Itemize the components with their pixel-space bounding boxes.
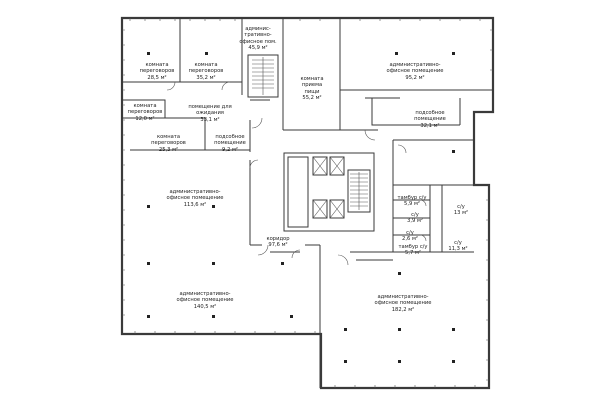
room-name: комната переговоров: [188, 62, 224, 75]
room-name: подсобное помещение: [414, 110, 446, 123]
room-label-wc-3: с/у 2,6 м²: [396, 224, 424, 249]
room-name: с/у: [411, 212, 419, 219]
room-name: комната переговоров: [127, 103, 163, 116]
room-label-meeting-2: комната переговоров 35,2 м²: [186, 56, 226, 87]
room-area: 5,7 м²: [405, 250, 421, 257]
room-area: 33,1 м²: [200, 116, 220, 123]
room-label-admin-top: админис- тративно- офисное пом. 45,9 м²: [234, 20, 282, 57]
room-area: 140,5 м²: [193, 303, 217, 310]
room-area: 11,3 м²: [448, 246, 468, 253]
room-area: 5,9 м²: [404, 201, 420, 208]
window-marks: [122, 18, 493, 388]
building-core: [247, 54, 375, 232]
room-label-meeting-4: комната переговоров 25,3 м²: [146, 128, 191, 159]
room-area: 95,2 м²: [405, 74, 425, 81]
room-area: 35,2 м²: [196, 74, 216, 81]
room-label-meeting-1: комната переговоров 28,5 м²: [137, 56, 177, 87]
room-area: 25,3 м²: [158, 146, 179, 153]
outer-wall: [120, 16, 495, 390]
room-name: комната переговоров: [139, 62, 175, 75]
doors: [166, 81, 427, 266]
room-name: админис- тративно- офисное пом.: [239, 26, 277, 45]
room-label-vestibule-2: тамбур с/у 5,7 м²: [395, 238, 431, 263]
room-name: с/у: [454, 240, 462, 247]
columns: [147, 52, 455, 363]
room-name: подсобное помещение: [214, 134, 246, 147]
room-area: 45,9 м²: [248, 44, 268, 51]
room-name: административно- офисное помещение: [374, 294, 432, 307]
room-name: административно- офисное помещение: [386, 62, 444, 75]
room-label-wc-1: с/у 3,9 м²: [405, 206, 425, 231]
room-area: 2,6 м²: [402, 236, 418, 243]
room-name: комната приема пищи: [300, 76, 324, 95]
room-area: 9,2 м²: [222, 146, 238, 153]
room-label-office-113: административно- офисное помещение 113,6…: [150, 183, 240, 214]
room-label-office-95: административно- офисное помещение 95,2 …: [370, 56, 460, 87]
room-area: 32,1 м²: [420, 122, 440, 129]
room-area: 13 м²: [453, 210, 469, 217]
room-label-waiting: помещение для ожидания 33,1 м²: [180, 98, 240, 129]
room-label-vestibule-1: тамбур с/у 5,9 м²: [395, 189, 429, 214]
interior-walls: [122, 18, 493, 388]
room-area: 28,5 м²: [147, 74, 167, 81]
room-name: помещение для ожидания: [188, 104, 232, 117]
room-label-office-182: административно- офисное помещение 182,2…: [358, 288, 448, 319]
room-label-meeting-3: комната переговоров 12,0 м²: [126, 97, 164, 128]
room-name: тамбур с/у: [398, 244, 428, 251]
room-name: тамбур с/у: [397, 195, 427, 202]
room-label-reception: комната приема пищи 55,2 м²: [292, 70, 332, 107]
room-label-utility-32: подсобное помещение 32,1 м²: [405, 104, 455, 135]
room-label-corridor: коридор 97,6 м²: [258, 230, 298, 255]
room-name: коридор: [266, 236, 290, 243]
room-area: 55,2 м²: [302, 94, 322, 101]
room-name: с/у: [457, 204, 465, 211]
room-area: 12,0 м²: [135, 115, 155, 122]
room-name: административно- офисное помещение: [166, 189, 224, 202]
room-name: с/у: [406, 230, 414, 237]
room-label-wc-4: с/у 11,3 м²: [444, 234, 472, 259]
room-area: 113,6 м²: [183, 201, 207, 208]
room-label-wc-2: с/у 13 м²: [449, 198, 473, 223]
room-label-office-140: административно- офисное помещение 140,5…: [160, 285, 250, 316]
room-area: 182,2 м²: [391, 306, 415, 313]
room-label-utility-9: подсобное помещение 9,2 м²: [210, 128, 250, 159]
room-name: комната переговоров: [151, 134, 186, 147]
room-area: 3,9 м²: [407, 218, 423, 225]
room-name: административно- офисное помещение: [176, 291, 234, 304]
room-area: 97,6 м²: [268, 242, 288, 249]
